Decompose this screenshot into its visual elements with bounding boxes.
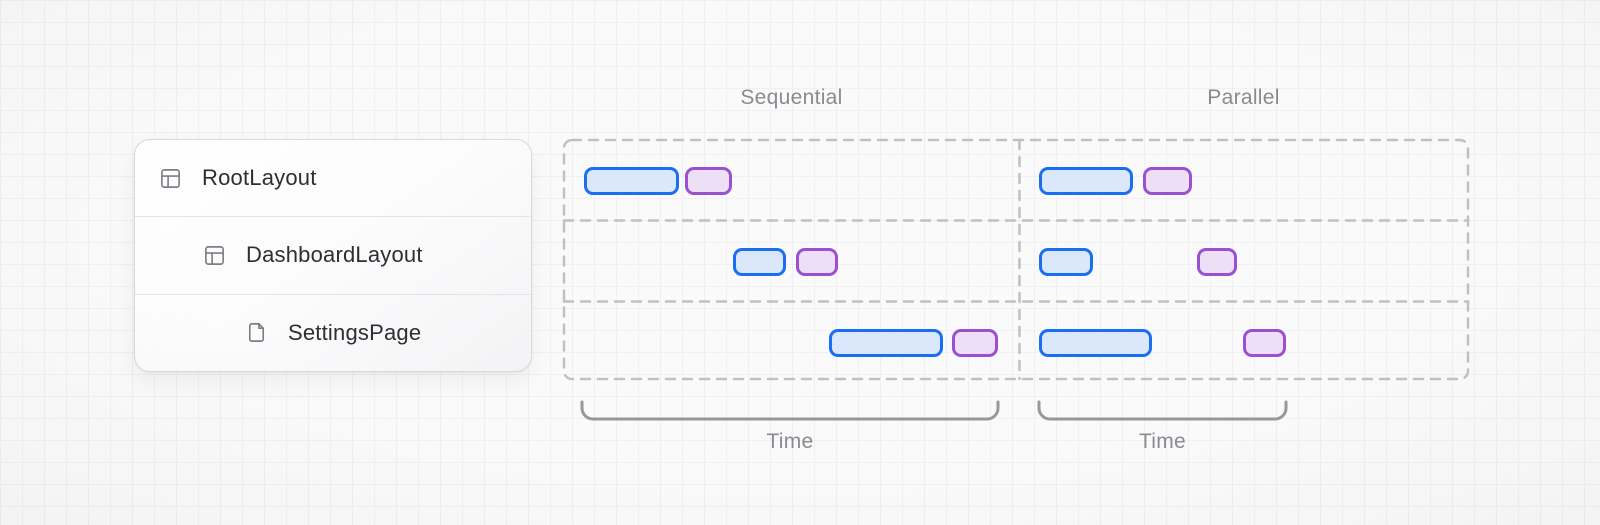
purple-duration-bar xyxy=(1243,329,1286,357)
blue-duration-bar xyxy=(1039,248,1093,276)
parallel-heading: Parallel xyxy=(1207,86,1280,109)
purple-duration-bar xyxy=(685,167,732,195)
tree-item-label: SettingsPage xyxy=(288,319,422,345)
tree-item-settings-page: SettingsPage xyxy=(135,295,531,371)
layout-panel-icon xyxy=(205,246,224,265)
blue-duration-bar xyxy=(733,248,786,276)
sequential-heading: Sequential xyxy=(740,86,843,109)
parallel-time-bracket xyxy=(1037,400,1288,421)
component-tree-card: RootLayout DashboardLayout SettingsPage xyxy=(134,139,532,372)
blue-duration-bar xyxy=(829,329,943,357)
blue-duration-bar xyxy=(1039,329,1152,357)
file-icon xyxy=(248,323,265,343)
sequential-time-label: Time xyxy=(766,430,814,453)
sequential-time-bracket xyxy=(580,400,1000,421)
blue-duration-bar xyxy=(1039,167,1133,195)
tree-item-label: RootLayout xyxy=(202,165,317,191)
parallel-time-label: Time xyxy=(1138,430,1187,453)
layout-panel-icon xyxy=(161,168,180,188)
purple-duration-bar xyxy=(952,329,998,357)
purple-duration-bar xyxy=(796,248,838,276)
purple-duration-bar xyxy=(1197,248,1237,276)
purple-duration-bar xyxy=(1143,167,1192,195)
tree-item-root-layout: RootLayout xyxy=(135,140,531,218)
blue-duration-bar xyxy=(584,167,679,195)
tree-item-dashboard-layout: DashboardLayout xyxy=(135,217,531,295)
tree-item-label: DashboardLayout xyxy=(246,242,423,268)
